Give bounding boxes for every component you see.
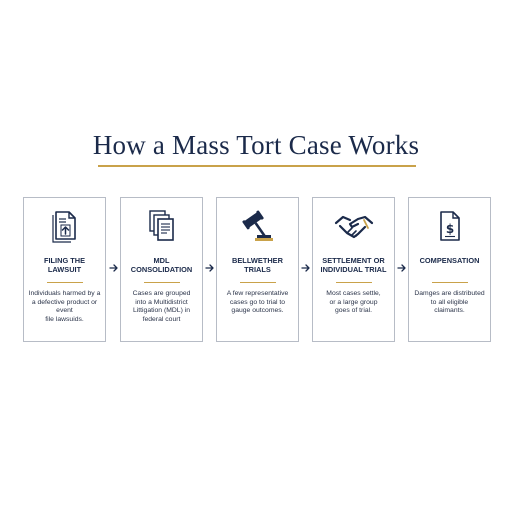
- document-upload-icon: [24, 207, 105, 245]
- stacked-documents-icon: [121, 207, 202, 245]
- step-description: A few representative cases go to trial t…: [226, 290, 289, 315]
- step-card-compensation: $ COMPENSATION Damges are distributed to…: [408, 197, 491, 342]
- step-divider: [240, 282, 276, 283]
- step-heading: SETTLEMENT OR INDIVIDUAL TRIAL: [320, 256, 387, 274]
- title-underline: [98, 165, 416, 167]
- process-steps: FILING THE LAWSUIT Individuals harmed by…: [23, 197, 491, 344]
- svg-text:$: $: [445, 222, 453, 236]
- step-description: Most cases settle, or a large group goes…: [326, 290, 381, 315]
- step-card-settlement-or-individual-trial: SETTLEMENT OR INDIVIDUAL TRIAL Most case…: [312, 197, 395, 342]
- step-heading: MDL CONSOLIDATION: [130, 256, 193, 274]
- handshake-icon: [313, 207, 394, 245]
- arrow-right-icon: [397, 264, 406, 272]
- step-heading: COMPENSATION: [419, 256, 480, 265]
- step-divider: [432, 282, 468, 283]
- step-divider: [336, 282, 372, 283]
- step-description: Cases are grouped into a Multidistrict L…: [132, 290, 191, 323]
- step-card-filing-the-lawsuit: FILING THE LAWSUIT Individuals harmed by…: [23, 197, 106, 342]
- gavel-icon: [217, 207, 298, 245]
- step-heading: FILING THE LAWSUIT: [43, 256, 86, 274]
- step-card-bellwether-trials: BELLWETHER TRIALS A few representative c…: [216, 197, 299, 342]
- arrow-right-icon: [109, 264, 118, 272]
- step-heading: BELLWETHER TRIALS: [232, 256, 283, 274]
- dollar-document-icon: $: [409, 207, 490, 245]
- step-card-mdl-consolidation: MDL CONSOLIDATION Cases are grouped into…: [120, 197, 203, 342]
- arrow-right-icon: [301, 264, 310, 272]
- step-divider: [47, 282, 83, 283]
- page-title: How a Mass Tort Case Works: [92, 130, 420, 160]
- step-description: Individuals harmed by a a defective prod…: [28, 290, 101, 323]
- step-divider: [144, 282, 180, 283]
- arrow-right-icon: [205, 264, 214, 272]
- step-description: Damges are distributed to all eligible c…: [414, 290, 485, 315]
